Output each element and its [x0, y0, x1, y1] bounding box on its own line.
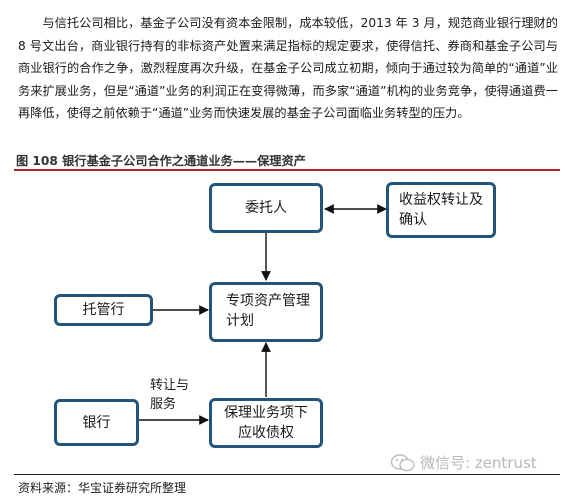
wechat-icon: [390, 453, 415, 471]
source-rule: [14, 474, 560, 475]
figure-caption: 图 108 银行基金子公司合作之通道业务——保理资产: [16, 154, 306, 168]
body-paragraph: 与信托公司相比，基金子公司没有资本金限制，成本较低，2013 年 3 月，规范商…: [18, 16, 558, 121]
caption-rule: [14, 169, 560, 171]
node-factoring: 保理业务项下应收债权: [209, 398, 323, 448]
node-transfer-confirm: 收益权转让及确认: [386, 182, 496, 238]
watermark: 微信号: zentrust: [390, 452, 537, 473]
source-note: 资料来源：华宝证券研究所整理: [18, 481, 187, 495]
edge-label-transfer-service: 转让与服务: [150, 378, 190, 412]
node-special-plan: 专项资产管理计划: [209, 282, 323, 342]
node-custodian: 托管行: [54, 294, 153, 326]
node-trustor: 委托人: [209, 183, 323, 233]
watermark-text: 微信号: zentrust: [420, 454, 537, 472]
node-bank: 银行: [54, 399, 139, 446]
